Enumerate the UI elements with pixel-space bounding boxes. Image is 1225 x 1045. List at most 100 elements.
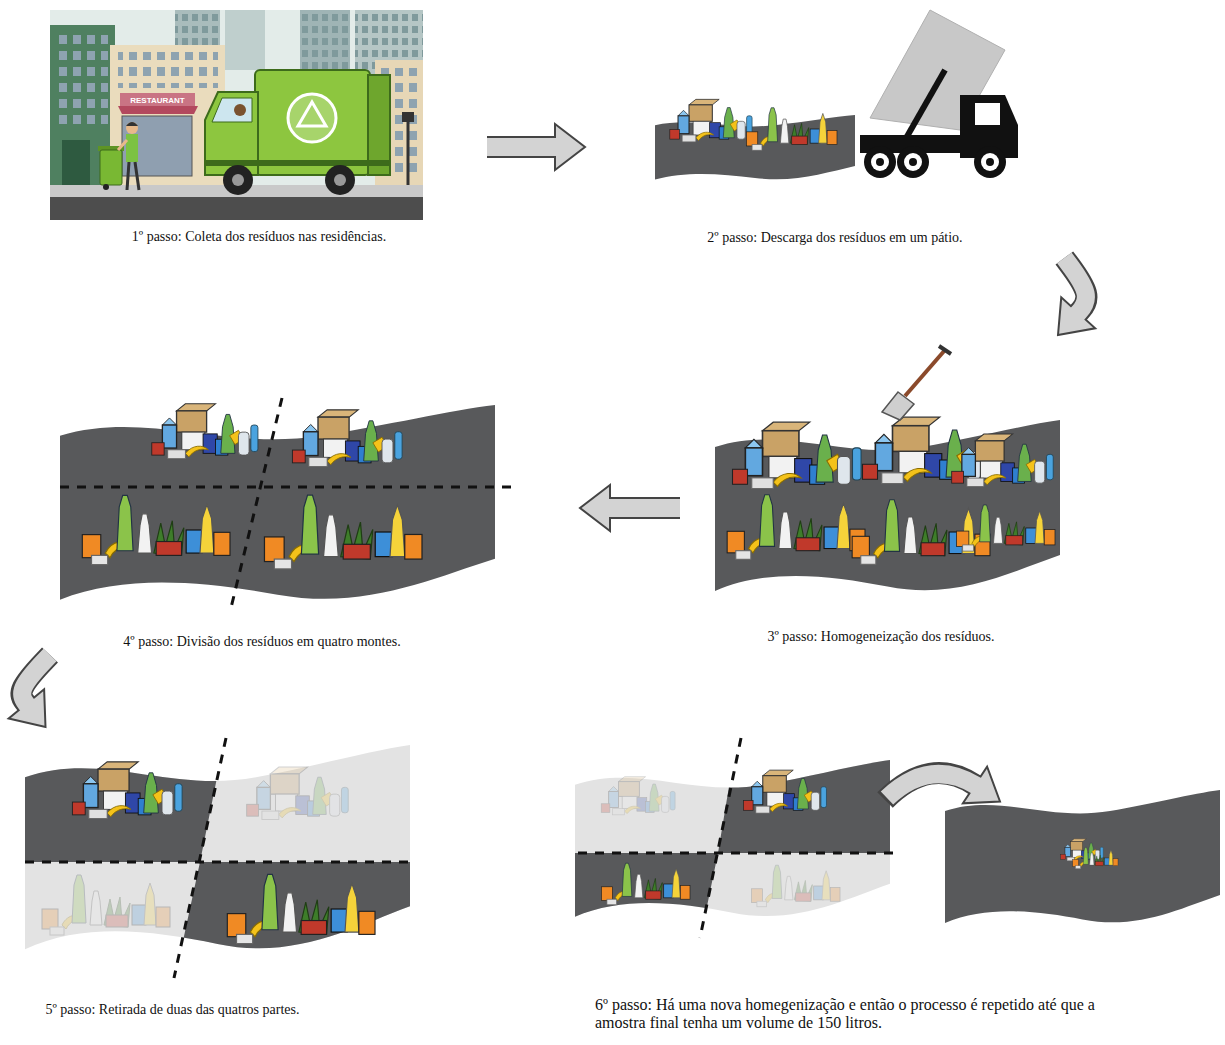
shop-sign: RESTAURANT	[120, 97, 195, 105]
quartered-piles	[247, 767, 349, 819]
garbage-truck	[212, 98, 252, 122]
city-scene	[62, 140, 90, 190]
city-scene	[402, 112, 414, 122]
mixed-waste	[852, 500, 990, 565]
repeated-quartering	[575, 760, 890, 917]
mixed-waste	[715, 417, 1060, 591]
unloaded-waste	[655, 99, 855, 179]
block-arrow	[1058, 258, 1095, 335]
repeated-quartering	[601, 863, 690, 905]
four-piles	[60, 486, 512, 489]
arrow-outline	[21, 655, 50, 704]
worker	[118, 140, 127, 150]
garbage-truck	[223, 165, 253, 195]
step-caption: 6º passo: Há uma nova homegenização e en…	[595, 996, 1135, 1033]
arrow-head	[1058, 297, 1095, 335]
step-panel: 2º passo: Descarga dos resíduos em um pá…	[640, 8, 1095, 250]
unloaded-waste	[670, 99, 752, 142]
step-caption: 4º passo: Divisão dos resíduos em quatro…	[42, 634, 482, 650]
arrow-shaft	[487, 138, 558, 156]
garbage-truck	[325, 165, 355, 195]
four-piles	[152, 404, 258, 459]
repeated-quartering	[578, 852, 897, 855]
step-caption: 3º passo: Homogeneização dos resíduos.	[700, 629, 1062, 645]
quartered-piles	[72, 762, 182, 819]
garbage-truck	[298, 102, 326, 126]
garbage-truck	[232, 174, 244, 186]
four-piles	[292, 410, 402, 467]
worker	[126, 122, 138, 134]
step-caption: 1º passo: Coleta dos resíduos nas residê…	[59, 229, 459, 245]
dump-truck	[909, 158, 917, 166]
dump-truck	[864, 146, 896, 178]
mixed-waste	[733, 422, 862, 488]
garbage-truck	[288, 94, 336, 142]
block-arrow	[487, 124, 585, 170]
final-sample	[945, 790, 1220, 923]
dump-truck	[986, 158, 994, 166]
repeated-quartering	[601, 777, 675, 815]
dump-truck	[905, 70, 945, 140]
city-scene	[407, 120, 410, 195]
arrow-head	[555, 124, 585, 170]
step-caption: 5º passo: Retirada de duas das quatros p…	[5, 1002, 340, 1018]
dump-truck	[860, 10, 1018, 178]
quartered-piles	[25, 738, 415, 978]
step-panel: 5º passo: Retirada de duas das quatros p…	[15, 735, 435, 1030]
shovel	[882, 392, 914, 420]
four-piles	[60, 398, 512, 612]
quartered-piles	[25, 861, 415, 864]
repeated-quartering	[575, 760, 890, 917]
step-panel: 1º passo: Coleta dos resíduos nas residê…	[45, 8, 430, 253]
city-scene	[118, 52, 218, 88]
block-arrow	[580, 485, 680, 531]
dump-truck	[974, 146, 1006, 178]
city-scene	[50, 197, 423, 220]
arrow-outline	[1064, 258, 1086, 313]
final-sample	[945, 790, 1220, 923]
mixed-waste	[952, 434, 1054, 486]
dump-truck	[981, 153, 999, 171]
repeated-quartering	[700, 738, 741, 938]
block-arrow	[9, 655, 50, 727]
garbage-truck	[334, 174, 346, 186]
garbage-truck	[205, 70, 390, 195]
mixed-waste	[727, 495, 865, 560]
shovel	[882, 346, 951, 420]
dump-truck	[904, 153, 922, 171]
repeated-quartering	[751, 865, 840, 907]
worker	[100, 150, 122, 185]
quartered-piles	[174, 738, 226, 978]
final-sample	[1073, 847, 1118, 868]
worker	[98, 122, 139, 190]
city-scene	[225, 10, 265, 70]
shovel	[939, 346, 951, 354]
curved-arrow	[885, 767, 1000, 804]
arrow-head	[9, 689, 46, 727]
garbage-truck	[205, 160, 390, 166]
worker	[126, 122, 138, 126]
arrow-shaft	[607, 499, 680, 517]
worker	[135, 162, 139, 190]
arrow-head	[580, 485, 610, 531]
step-panel: 4º passo: Divisão dos resíduos em quatro…	[20, 380, 510, 655]
quartered-piles	[42, 875, 170, 935]
shovel	[905, 350, 945, 396]
dump-truck	[975, 103, 1000, 125]
city-scene	[50, 10, 423, 220]
four-piles	[82, 495, 230, 564]
repeated-quartering	[743, 770, 826, 813]
step-caption: 2º passo: Descarga dos resíduos em um pá…	[640, 230, 1030, 246]
arrow-shaft	[22, 655, 50, 706]
dump-truck	[876, 158, 884, 166]
arrow-shaft	[1064, 258, 1086, 315]
city-scene	[118, 106, 198, 114]
city-scene	[120, 93, 195, 106]
dump-truck	[870, 10, 1005, 130]
worker	[103, 184, 109, 190]
step-panel: 6º passo: Há uma nova homegenização e en…	[570, 735, 1225, 1035]
city-scene	[50, 10, 423, 220]
curved-arrow	[887, 774, 977, 798]
